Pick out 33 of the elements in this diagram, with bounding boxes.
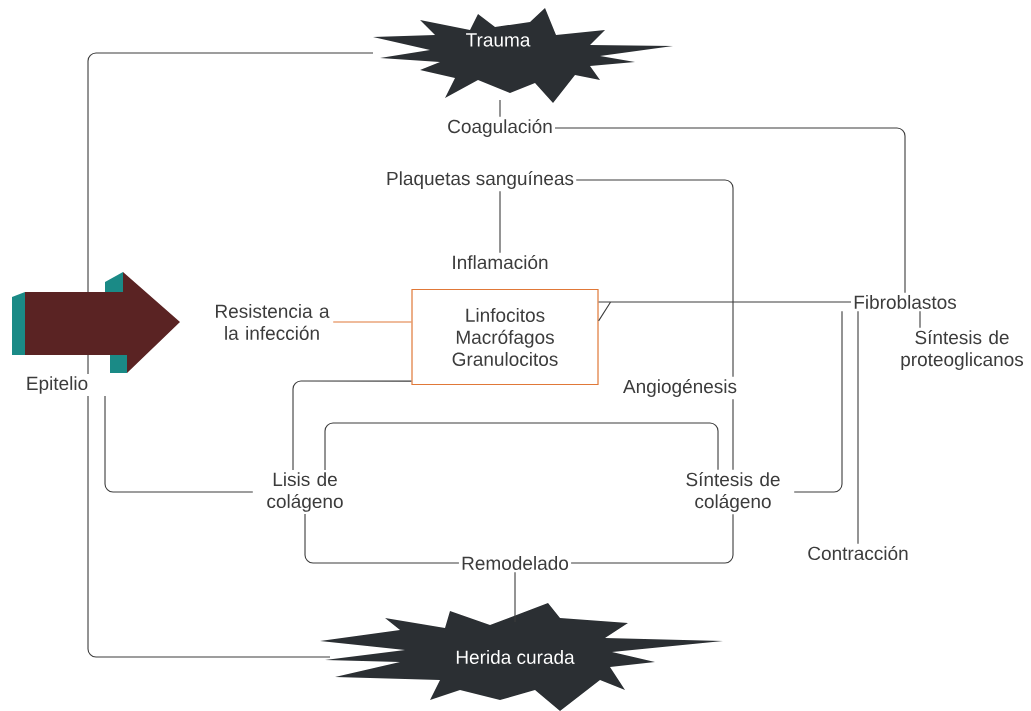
starburst: Herida curada <box>320 603 723 711</box>
stage-label: Síntesis de colágeno <box>686 472 780 512</box>
connector-line <box>793 310 843 493</box>
connector-line <box>104 395 254 493</box>
cell-box: Linfocitos Macrófagos Granulocitos <box>411 288 599 386</box>
stage-label: Síntesis de proteoglicanos <box>901 330 1024 370</box>
stage-label: Remodelado <box>462 556 569 570</box>
connector-line <box>332 321 412 323</box>
stage-label: Coagulación <box>448 119 552 137</box>
stage-label: Epitelio <box>27 376 88 394</box>
stage-label: Plaquetas sanguíneas <box>387 171 574 189</box>
connector-line <box>292 380 412 471</box>
stage-label: Inflamación <box>453 254 548 270</box>
connector-line <box>575 179 734 378</box>
connector-line <box>919 310 921 329</box>
connector-line <box>570 513 734 564</box>
connector-line <box>87 52 374 375</box>
connector-line <box>499 99 501 118</box>
connector-line <box>499 190 501 254</box>
stage-label: Lisis de colágeno <box>267 472 343 512</box>
connector-line <box>857 310 859 545</box>
connector-line <box>324 422 719 471</box>
connector-line <box>304 513 460 564</box>
stage-label: Fibroblastos <box>854 295 957 309</box>
connector-line <box>732 398 734 471</box>
connector-line <box>514 571 516 623</box>
stage-label: Contracción <box>808 545 908 561</box>
stage-label: Angiogénesis <box>623 379 737 397</box>
connector-line <box>554 127 906 294</box>
starburst: Trauma <box>373 8 673 103</box>
connector-line <box>87 395 331 658</box>
connector-line <box>598 301 852 322</box>
stage-label: Resistencia a la infección <box>216 304 330 340</box>
